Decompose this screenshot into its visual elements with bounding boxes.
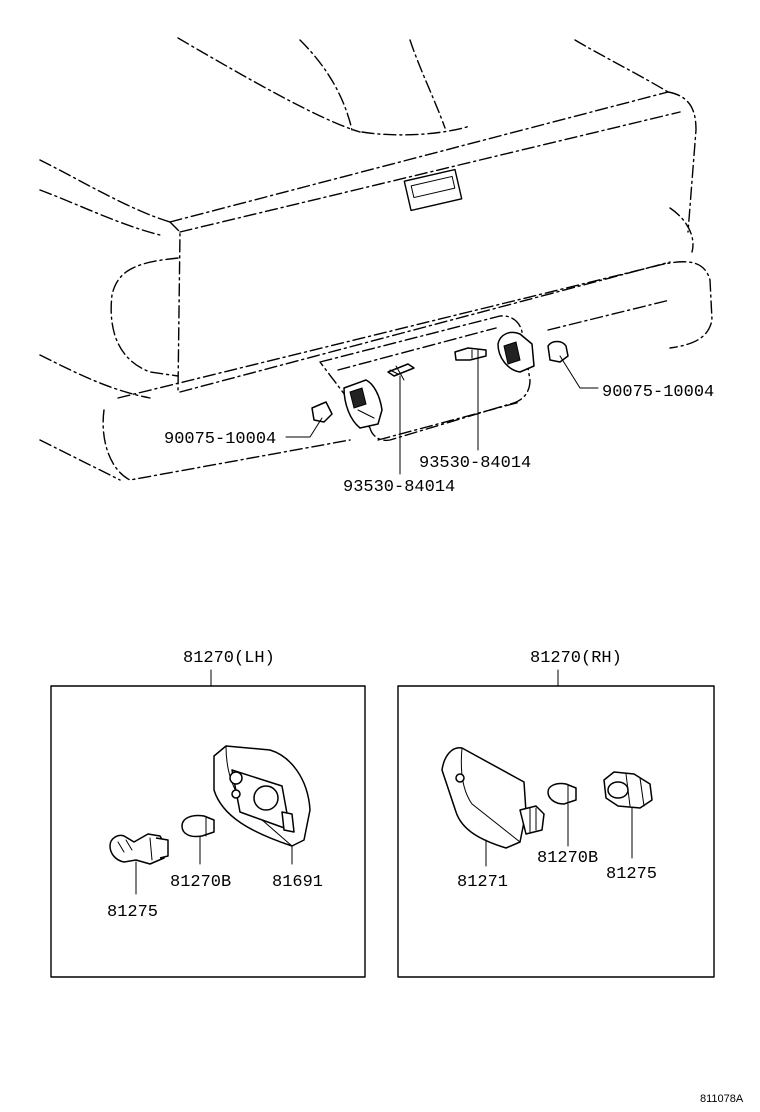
label-assembly-rh: 81270(RH)	[530, 649, 622, 668]
lh-lens-housing	[213, 745, 311, 847]
label-rh-socket: 81275	[606, 865, 657, 884]
label-screw-left: 93530-84014	[343, 478, 455, 497]
grommet-right	[547, 340, 569, 363]
truck-rear-illustration	[39, 37, 713, 481]
rh-bulb	[547, 782, 577, 805]
assembly-lh-box: 81270(LH) 81275 81270B 8169	[50, 649, 366, 978]
lh-socket	[109, 833, 169, 865]
label-screw-right: 93530-84014	[419, 454, 531, 473]
label-rh-bulb: 81270B	[537, 849, 598, 868]
assembly-rh-box: 81270(RH) 81271 81270B 81275	[397, 649, 715, 978]
label-grommet-right: 90075-10004	[602, 383, 714, 402]
label-lh-lens: 81691	[272, 873, 323, 892]
rh-lens	[441, 747, 545, 849]
label-lh-socket: 81275	[107, 903, 158, 922]
label-assembly-lh: 81270(LH)	[183, 649, 275, 668]
license-lamp-left-installed	[343, 379, 383, 429]
leader-lines-top	[285, 355, 599, 475]
screw-left	[387, 363, 415, 381]
figure-code: 811078A	[700, 1093, 744, 1105]
grommet-left	[311, 401, 333, 423]
license-lamp-right-installed	[497, 331, 535, 373]
label-lh-bulb: 81270B	[170, 873, 231, 892]
lh-bulb	[181, 814, 215, 838]
label-grommet-left: 90075-10004	[164, 430, 276, 449]
screw-right	[454, 347, 487, 361]
label-rh-lens: 81271	[457, 873, 508, 892]
rh-socket	[603, 771, 653, 809]
